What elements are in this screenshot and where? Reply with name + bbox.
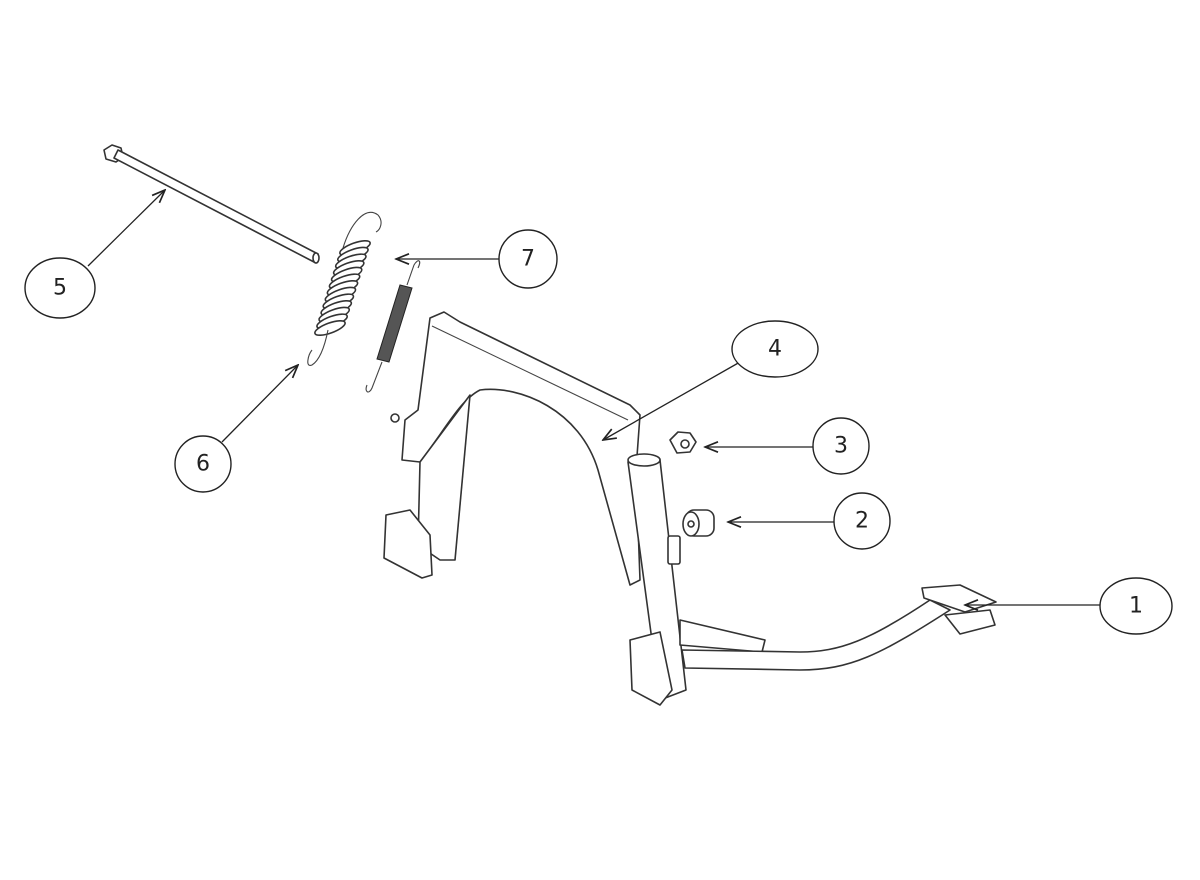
callout-label: 5 xyxy=(53,276,67,301)
callout-label: 2 xyxy=(855,509,869,534)
small-spring xyxy=(365,260,421,393)
bushing xyxy=(682,509,715,537)
callout-leaders xyxy=(87,190,1100,605)
callout-3: 3 xyxy=(812,417,870,475)
flange-nut xyxy=(669,431,697,454)
center-stand-frame xyxy=(383,311,997,706)
leader-5 xyxy=(87,190,165,267)
spring-coil xyxy=(314,319,346,337)
callout-label: 1 xyxy=(1129,594,1143,619)
callout-5: 5 xyxy=(24,257,96,319)
callout-1: 1 xyxy=(1099,577,1173,635)
callout-4: 4 xyxy=(731,320,819,378)
pivot-bolt xyxy=(103,144,320,264)
callout-label: 3 xyxy=(834,434,848,459)
leader-6 xyxy=(221,365,298,443)
callout-label: 4 xyxy=(768,337,782,362)
callout-label: 6 xyxy=(196,452,210,477)
callout-6: 6 xyxy=(174,435,232,493)
large-spring xyxy=(307,211,382,366)
callout-2: 2 xyxy=(833,492,891,550)
callout-label: 7 xyxy=(521,247,535,272)
leader-4 xyxy=(603,361,741,440)
callout-7: 7 xyxy=(498,229,558,289)
